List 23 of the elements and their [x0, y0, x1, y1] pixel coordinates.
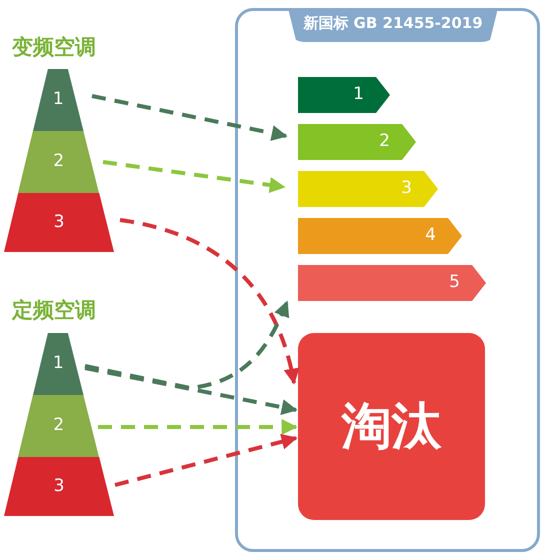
arrow	[102, 160, 286, 193]
arrow	[114, 434, 298, 487]
arrow	[84, 366, 298, 416]
arrow	[120, 218, 299, 385]
pyramid-tier: 1	[33, 333, 84, 395]
pyramid-tier: 2	[18, 131, 100, 193]
pyramid-tier: 2	[18, 395, 100, 457]
pyramid-heading: 变频空调	[12, 34, 96, 61]
energy-grade-bar: 2	[298, 124, 416, 160]
standard-panel	[235, 8, 540, 552]
pyramid-tier: 3	[4, 193, 114, 252]
header-tab: 新国标 GB 21455-2019	[288, 8, 498, 42]
pyramid-tier: 1	[33, 69, 84, 131]
elimination-box: 淘汰	[298, 333, 485, 520]
arrow	[84, 300, 289, 390]
pyramid-heading: 定频空调	[12, 297, 96, 324]
energy-grade-bar: 4	[298, 218, 462, 254]
energy-grade-bar: 3	[298, 171, 438, 207]
pyramid-tier: 3	[4, 457, 114, 516]
energy-grade-bar: 1	[298, 77, 390, 113]
arrow	[92, 94, 288, 141]
arrow	[98, 419, 298, 435]
energy-grade-bar: 5	[298, 265, 486, 301]
